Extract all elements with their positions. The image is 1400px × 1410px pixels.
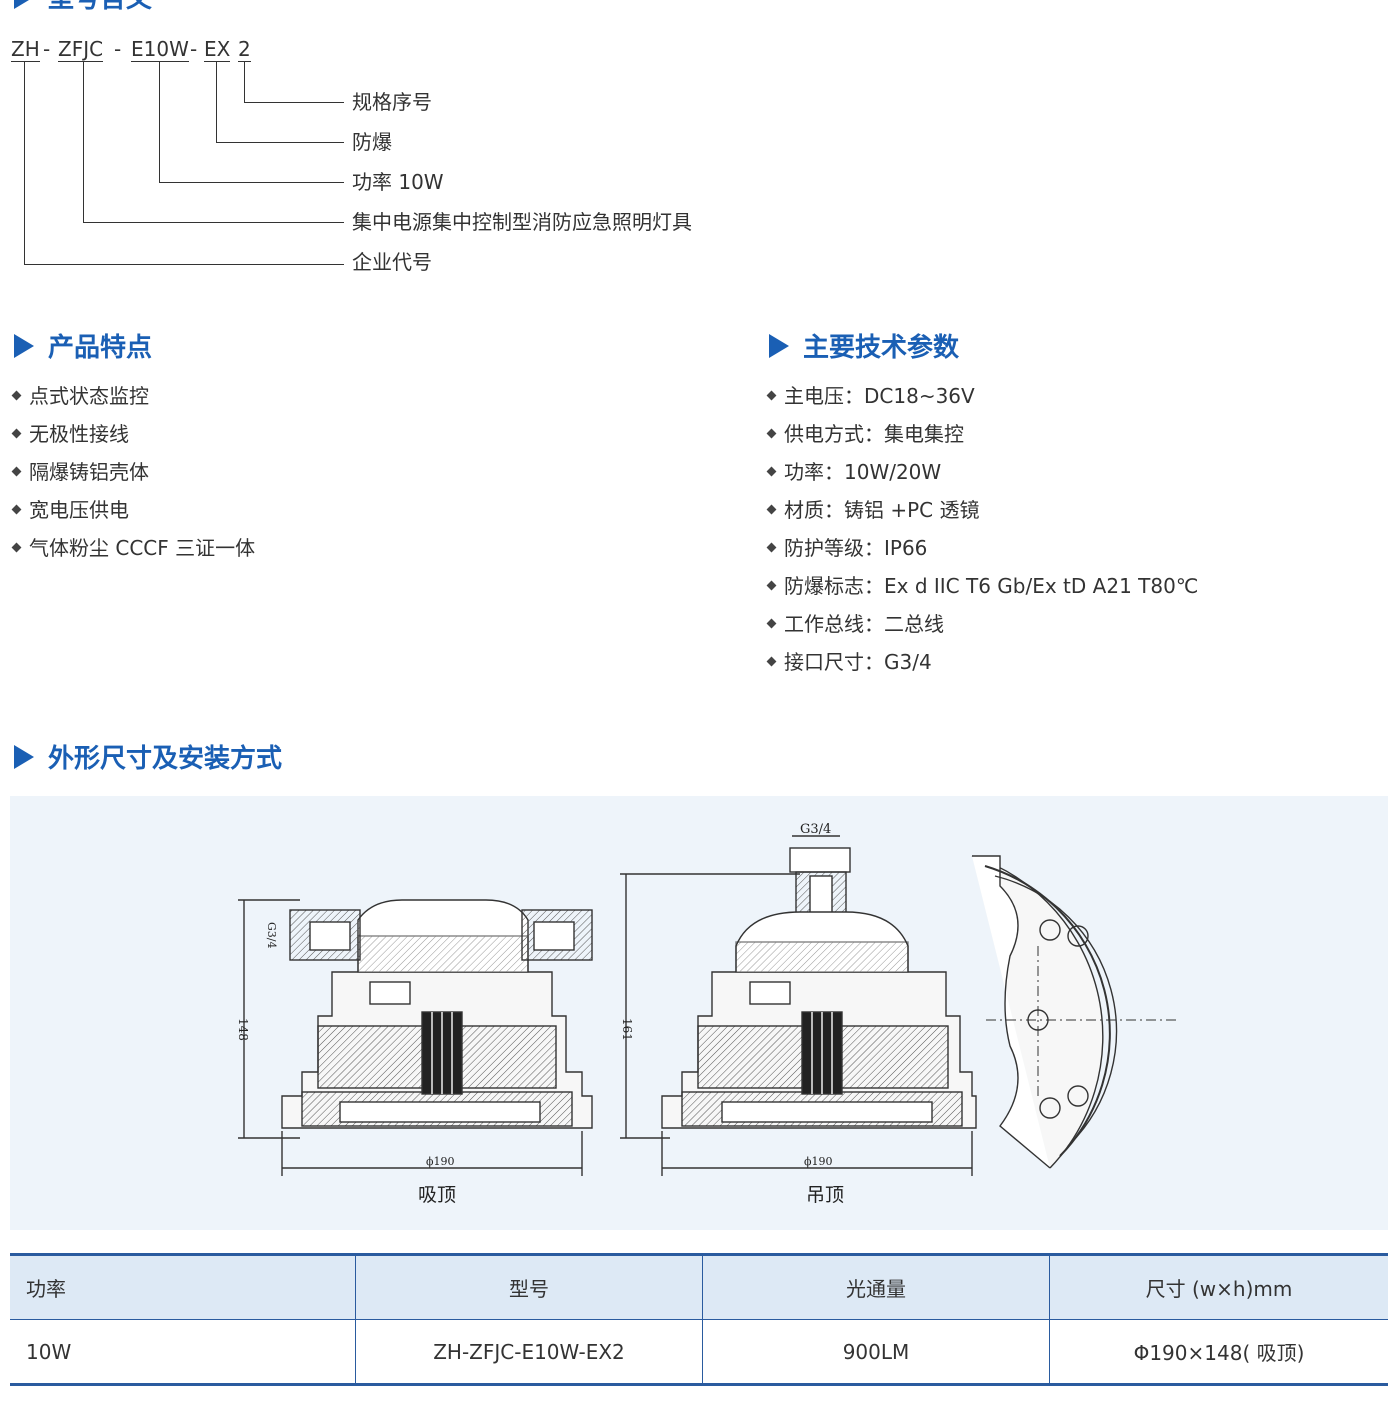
code-part-ex: EX [204,37,231,62]
col-header-model: 型号 [355,1254,703,1320]
ceiling-mount-drawing [238,899,593,1176]
table-row: 10W ZH-ZFJC-E10W-EX2 900LM Φ190×148( 吸顶) [10,1319,1388,1385]
suspended-mount-drawing [620,835,977,1176]
specs-title: 主要技术参数 [769,327,959,364]
code-part-spec: 2 [238,37,251,62]
triangle-icon [14,333,34,358]
model-meaning-title: 型号含义 [14,0,152,15]
col-header-power: 功率 [26,1277,66,1301]
feature-item: 宽电压供电 [11,491,255,529]
table-header-row: 功率 型号 光通量 尺寸 (w×h)mm [10,1254,1388,1320]
spec-item: 主电压：DC18~36V [766,377,1198,415]
caption-ceiling-mount: 吸顶 [418,1184,457,1206]
spec-item: 接口尺寸：G3/4 [766,643,1198,681]
col-header-flux: 光通量 [702,1254,1050,1320]
feature-item: 点式状态监控 [11,377,255,415]
feature-item: 气体粉尘 CCCF 三证一体 [11,529,255,567]
cell-flux: 900LM [702,1319,1050,1385]
leader-h-spec [244,102,344,103]
dim-height-middle: 161 [620,1018,634,1041]
top-view-drawing [971,855,1178,1169]
cell-model: ZH-ZFJC-E10W-EX2 [355,1319,703,1385]
feature-item: 隔爆铸铝壳体 [11,453,255,491]
dimensions-title: 外形尺寸及安装方式 [14,738,282,775]
spec-item: 材质：铸铝 +PC 透镜 [766,491,1198,529]
technical-drawing: 148 161 ϕ190 ϕ190 G3/4 G3/4 [236,822,1178,1176]
leader-v-power [159,62,160,182]
features-title: 产品特点 [14,327,152,364]
triangle-icon [14,0,34,9]
code-dash-3: - [190,37,198,61]
leader-v-type [83,62,84,222]
leader-v-ex [216,62,217,142]
code-dash-1: - [43,37,51,61]
triangle-icon [14,744,34,769]
spec-item: 供电方式：集电集控 [766,415,1198,453]
caption-suspended-mount: 吊顶 [806,1184,845,1206]
leader-v-company [24,62,25,264]
leader-v-spec [244,62,245,102]
leader-h-ex [216,142,344,143]
code-part-company: ZH [11,37,40,62]
cell-power: 10W [26,1339,72,1364]
dim-diameter-middle: ϕ190 [804,1155,833,1168]
dim-thread-middle: G3/4 [800,822,831,837]
label-power: 功率 10W [352,170,444,194]
dim-diameter-left: ϕ190 [426,1155,455,1168]
specs-list: 主电压：DC18~36V 供电方式：集电集控 功率：10W/20W 材质：铸铝 … [766,377,1198,681]
code-part-type: ZFJC [58,37,104,62]
label-company-code: 企业代号 [352,250,432,274]
dim-thread-left: G3/4 [265,922,278,949]
feature-item: 无极性接线 [11,415,255,453]
leader-h-power [159,182,344,183]
leader-h-company [24,264,344,265]
spec-item: 防护等级：IP66 [766,529,1198,567]
spec-item: 工作总线：二总线 [766,605,1198,643]
label-explosion-proof: 防爆 [352,130,392,154]
cell-size: Φ190×148( 吸顶) [1049,1319,1388,1385]
spec-item: 功率：10W/20W [766,453,1198,491]
spec-table: 功率 型号 光通量 尺寸 (w×h)mm 10W ZH-ZFJC-E10W-EX… [10,1253,1388,1386]
label-product-type: 集中电源集中控制型消防应急照明灯具 [352,210,692,234]
dimensions-title-text: 外形尺寸及安装方式 [48,744,283,774]
code-part-power: E10W [131,37,189,62]
features-title-text: 产品特点 [48,333,153,363]
spec-item: 防爆标志：Ex d IIC T6 Gb/Ex tD A21 T80℃ [766,567,1198,605]
features-list: 点式状态监控 无极性接线 隔爆铸铝壳体 宽电压供电 气体粉尘 CCCF 三证一体 [11,377,255,567]
specs-title-text: 主要技术参数 [803,333,960,363]
dim-height-left: 148 [236,1018,250,1041]
model-meaning-title-text: 型号含义 [48,0,152,15]
drawing-panel: 148 161 ϕ190 ϕ190 G3/4 G3/4 吸顶 吊顶 [10,796,1388,1230]
leader-h-type [83,222,344,223]
triangle-icon [769,333,789,358]
col-header-size: 尺寸 (w×h)mm [1049,1254,1388,1320]
code-dash-2: - [114,37,122,61]
label-spec-number: 规格序号 [352,90,432,114]
